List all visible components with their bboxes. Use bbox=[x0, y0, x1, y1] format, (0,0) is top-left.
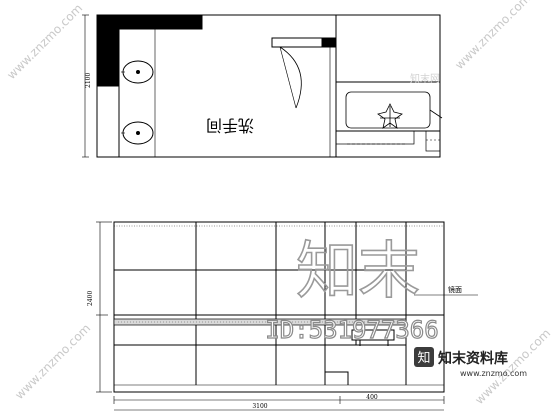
vanity-counter-top bbox=[96, 14, 203, 30]
dim-width-bottom-right: 400 bbox=[366, 394, 378, 401]
dim-height-left: 2400 bbox=[87, 291, 94, 306]
watermark-faint-top: 知末网 bbox=[410, 72, 440, 85]
elevation-note-mirror: 镜面 bbox=[448, 285, 462, 294]
dim-width-bottom: 3100 bbox=[252, 403, 267, 410]
watermark-asset-id: ID:531977366 bbox=[265, 316, 438, 344]
plan-dim-left: 2100 bbox=[85, 73, 92, 88]
floor-plan bbox=[82, 14, 443, 158]
brand-logo: 知 知末资料库 www.znzmo.com bbox=[414, 347, 527, 378]
plan-room-label: 洗手间 bbox=[206, 116, 254, 135]
watermark-site-left: www.znzmo.com bbox=[4, 1, 85, 82]
wall-elevation bbox=[96, 221, 478, 411]
watermark-brand-large: 知末 bbox=[296, 234, 420, 307]
plan-outer-wall bbox=[96, 14, 441, 158]
door-swing-arc bbox=[279, 46, 302, 109]
elevation-basin bbox=[351, 329, 395, 341]
watermark-layer: 知末 ID:531977366 www.znzmo.com www.znzmo.… bbox=[4, 0, 553, 407]
brand-logo-text: 知末资料库 bbox=[438, 350, 508, 367]
brand-logo-url: www.znzmo.com bbox=[460, 369, 527, 378]
watermark-site-bottom: www.znzmo.com bbox=[12, 321, 93, 402]
floor-drain-icon bbox=[377, 103, 403, 129]
brand-logo-mark-icon: 知 bbox=[417, 350, 430, 366]
watermark-site-top-right: www.znzmo.com bbox=[452, 0, 533, 72]
